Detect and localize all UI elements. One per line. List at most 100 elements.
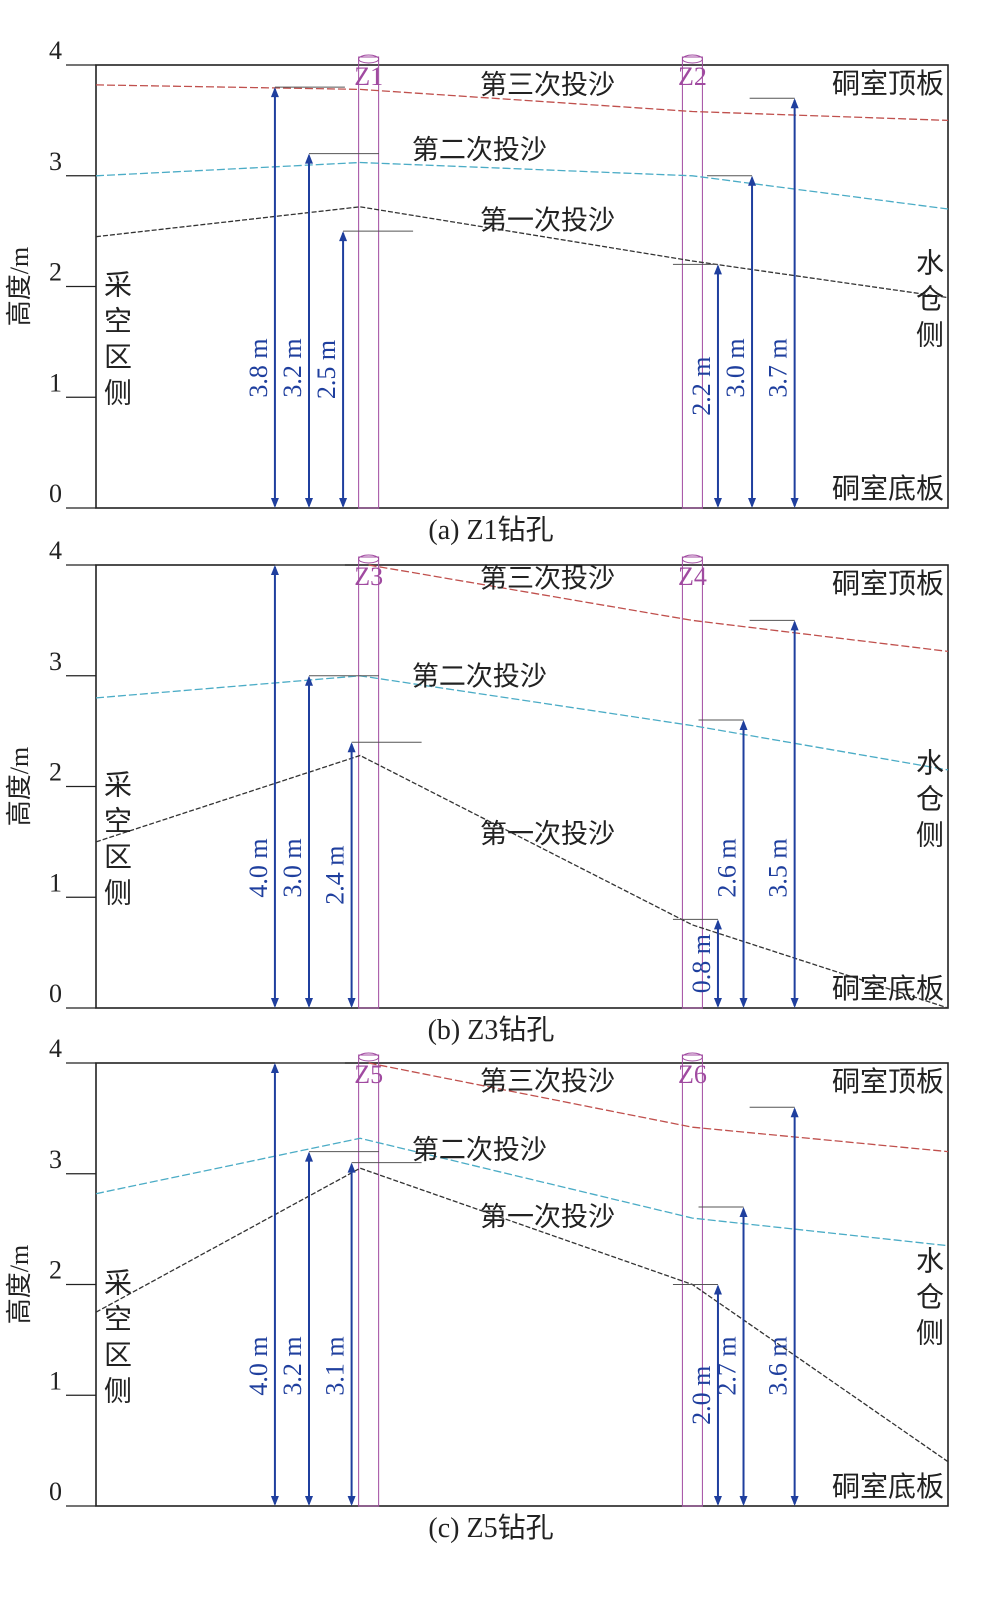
borehole-cap xyxy=(358,554,380,564)
series-line-1 xyxy=(95,84,949,122)
dimension-label: 2.0 m xyxy=(687,1366,716,1425)
y-tick-label: 0 xyxy=(49,979,62,1008)
series-line-1 xyxy=(368,564,949,653)
dimension-label: 3.7 m xyxy=(764,338,793,397)
borehole-label-Z2: Z2 xyxy=(678,62,707,91)
arrow-head-up xyxy=(270,565,279,575)
arrow-head-up xyxy=(713,264,722,275)
borehole-label-Z1: Z1 xyxy=(354,62,383,91)
arrow-head-down xyxy=(713,998,722,1008)
y-tick-label: 4 xyxy=(49,536,62,565)
dimension-label: 3.0 m xyxy=(721,338,750,397)
dimension-label: 2.6 m xyxy=(713,838,742,897)
arrow-head-down xyxy=(270,498,279,508)
borehole-Z1 xyxy=(358,56,380,509)
series-line-3 xyxy=(95,754,949,1009)
y-tick-label: 4 xyxy=(49,1034,62,1063)
y-tick-label: 3 xyxy=(49,147,62,176)
dimension-label: 2.2 m xyxy=(687,357,716,416)
borehole-label-Z6: Z6 xyxy=(678,1060,707,1089)
y-tick-label: 1 xyxy=(49,368,62,397)
dimension-label: 2.7 m xyxy=(713,1336,742,1395)
dimension-label: 3.2 m xyxy=(278,338,307,397)
arrow-head-down xyxy=(748,498,757,508)
dimension-label: 3.6 m xyxy=(764,1336,793,1395)
arrow-head-down xyxy=(713,1496,722,1506)
arrow-head-down xyxy=(270,998,279,1008)
y-tick-label: 3 xyxy=(49,647,62,676)
arrow-head-down xyxy=(713,498,722,508)
series-label-1: 第三次投沙 xyxy=(480,564,615,594)
left-side-label: 采空区侧 xyxy=(104,1269,132,1408)
y-tick-label: 1 xyxy=(49,868,62,897)
floor-label: 硐室底板 xyxy=(832,973,944,1005)
dimension-label: 3.1 m xyxy=(321,1336,350,1395)
series-label-2: 第二次投沙 xyxy=(412,1135,547,1165)
y-axis-label: 高度/m xyxy=(5,247,34,326)
dimension-label: 4.0 m xyxy=(244,838,273,897)
arrow-head-up xyxy=(305,153,313,164)
plot-frame xyxy=(95,564,949,1009)
borehole-cap xyxy=(681,554,703,564)
y-tick-label: 0 xyxy=(49,479,62,508)
borehole-cap xyxy=(358,54,380,64)
y-axis-label: 高度/m xyxy=(5,747,34,826)
series-line-3 xyxy=(95,206,949,299)
series-line-2 xyxy=(95,1137,949,1247)
floor-label: 硐室底板 xyxy=(832,473,944,505)
borehole-Z5 xyxy=(358,1054,380,1507)
dimension-label: 2.4 m xyxy=(321,845,350,904)
borehole-cap xyxy=(358,1052,380,1062)
arrow-head-down xyxy=(790,998,799,1008)
borehole-cap xyxy=(681,1052,703,1062)
arrow-head-up xyxy=(748,175,757,186)
right-side-label: 水仓侧 xyxy=(916,747,944,851)
borehole-label-Z4: Z4 xyxy=(678,562,707,591)
y-tick-label: 2 xyxy=(49,258,62,287)
arrow-head-down xyxy=(739,1496,748,1506)
arrow-head-up xyxy=(347,742,356,753)
series-line-3 xyxy=(95,1167,949,1463)
arrow-head-down xyxy=(305,498,313,508)
left-side-label: 采空区侧 xyxy=(104,271,132,410)
series-label-1: 第三次投沙 xyxy=(480,70,615,100)
dimension-label: 4.0 m xyxy=(244,1336,273,1395)
series-line-2 xyxy=(95,675,949,771)
caption-3: (c) Z5钻孔 xyxy=(428,1513,554,1544)
arrow-head-down xyxy=(347,998,356,1008)
arrow-head-up xyxy=(790,1107,799,1118)
y-tick-label: 0 xyxy=(49,1477,62,1506)
arrow-head-down xyxy=(339,498,348,508)
arrow-head-down xyxy=(790,498,799,508)
borehole-Z4 xyxy=(681,556,703,1009)
dimension-label: 3.2 m xyxy=(278,1336,307,1395)
y-tick-label: 2 xyxy=(49,758,62,787)
dimension-label: 3.0 m xyxy=(278,838,307,897)
y-axis-label: 高度/m xyxy=(5,1245,34,1324)
borehole-Z6 xyxy=(681,1054,703,1507)
dimension-label: 0.8 m xyxy=(687,934,716,993)
roof-label: 硐室顶板 xyxy=(832,68,944,100)
borehole-label-Z5: Z5 xyxy=(354,1060,383,1089)
arrow-head-down xyxy=(305,1496,313,1506)
arrow-head-down xyxy=(305,998,313,1008)
series-label-3: 第一次投沙 xyxy=(480,205,615,235)
arrow-head-down xyxy=(790,1496,799,1506)
caption-1: (a) Z1钻孔 xyxy=(428,515,554,546)
borehole-Z3 xyxy=(358,556,380,1009)
right-side-label: 水仓侧 xyxy=(916,247,944,351)
y-tick-label: 3 xyxy=(49,1145,62,1174)
arrow-head-down xyxy=(347,1496,356,1506)
arrow-head-up xyxy=(270,87,279,98)
floor-label: 硐室底板 xyxy=(832,1471,944,1503)
borehole-Z2 xyxy=(681,56,703,509)
arrow-head-up xyxy=(305,675,313,686)
arrow-head-up xyxy=(739,720,748,731)
dimension-label: 3.5 m xyxy=(764,838,793,897)
arrow-head-up xyxy=(339,231,348,242)
y-tick-label: 1 xyxy=(49,1366,62,1395)
